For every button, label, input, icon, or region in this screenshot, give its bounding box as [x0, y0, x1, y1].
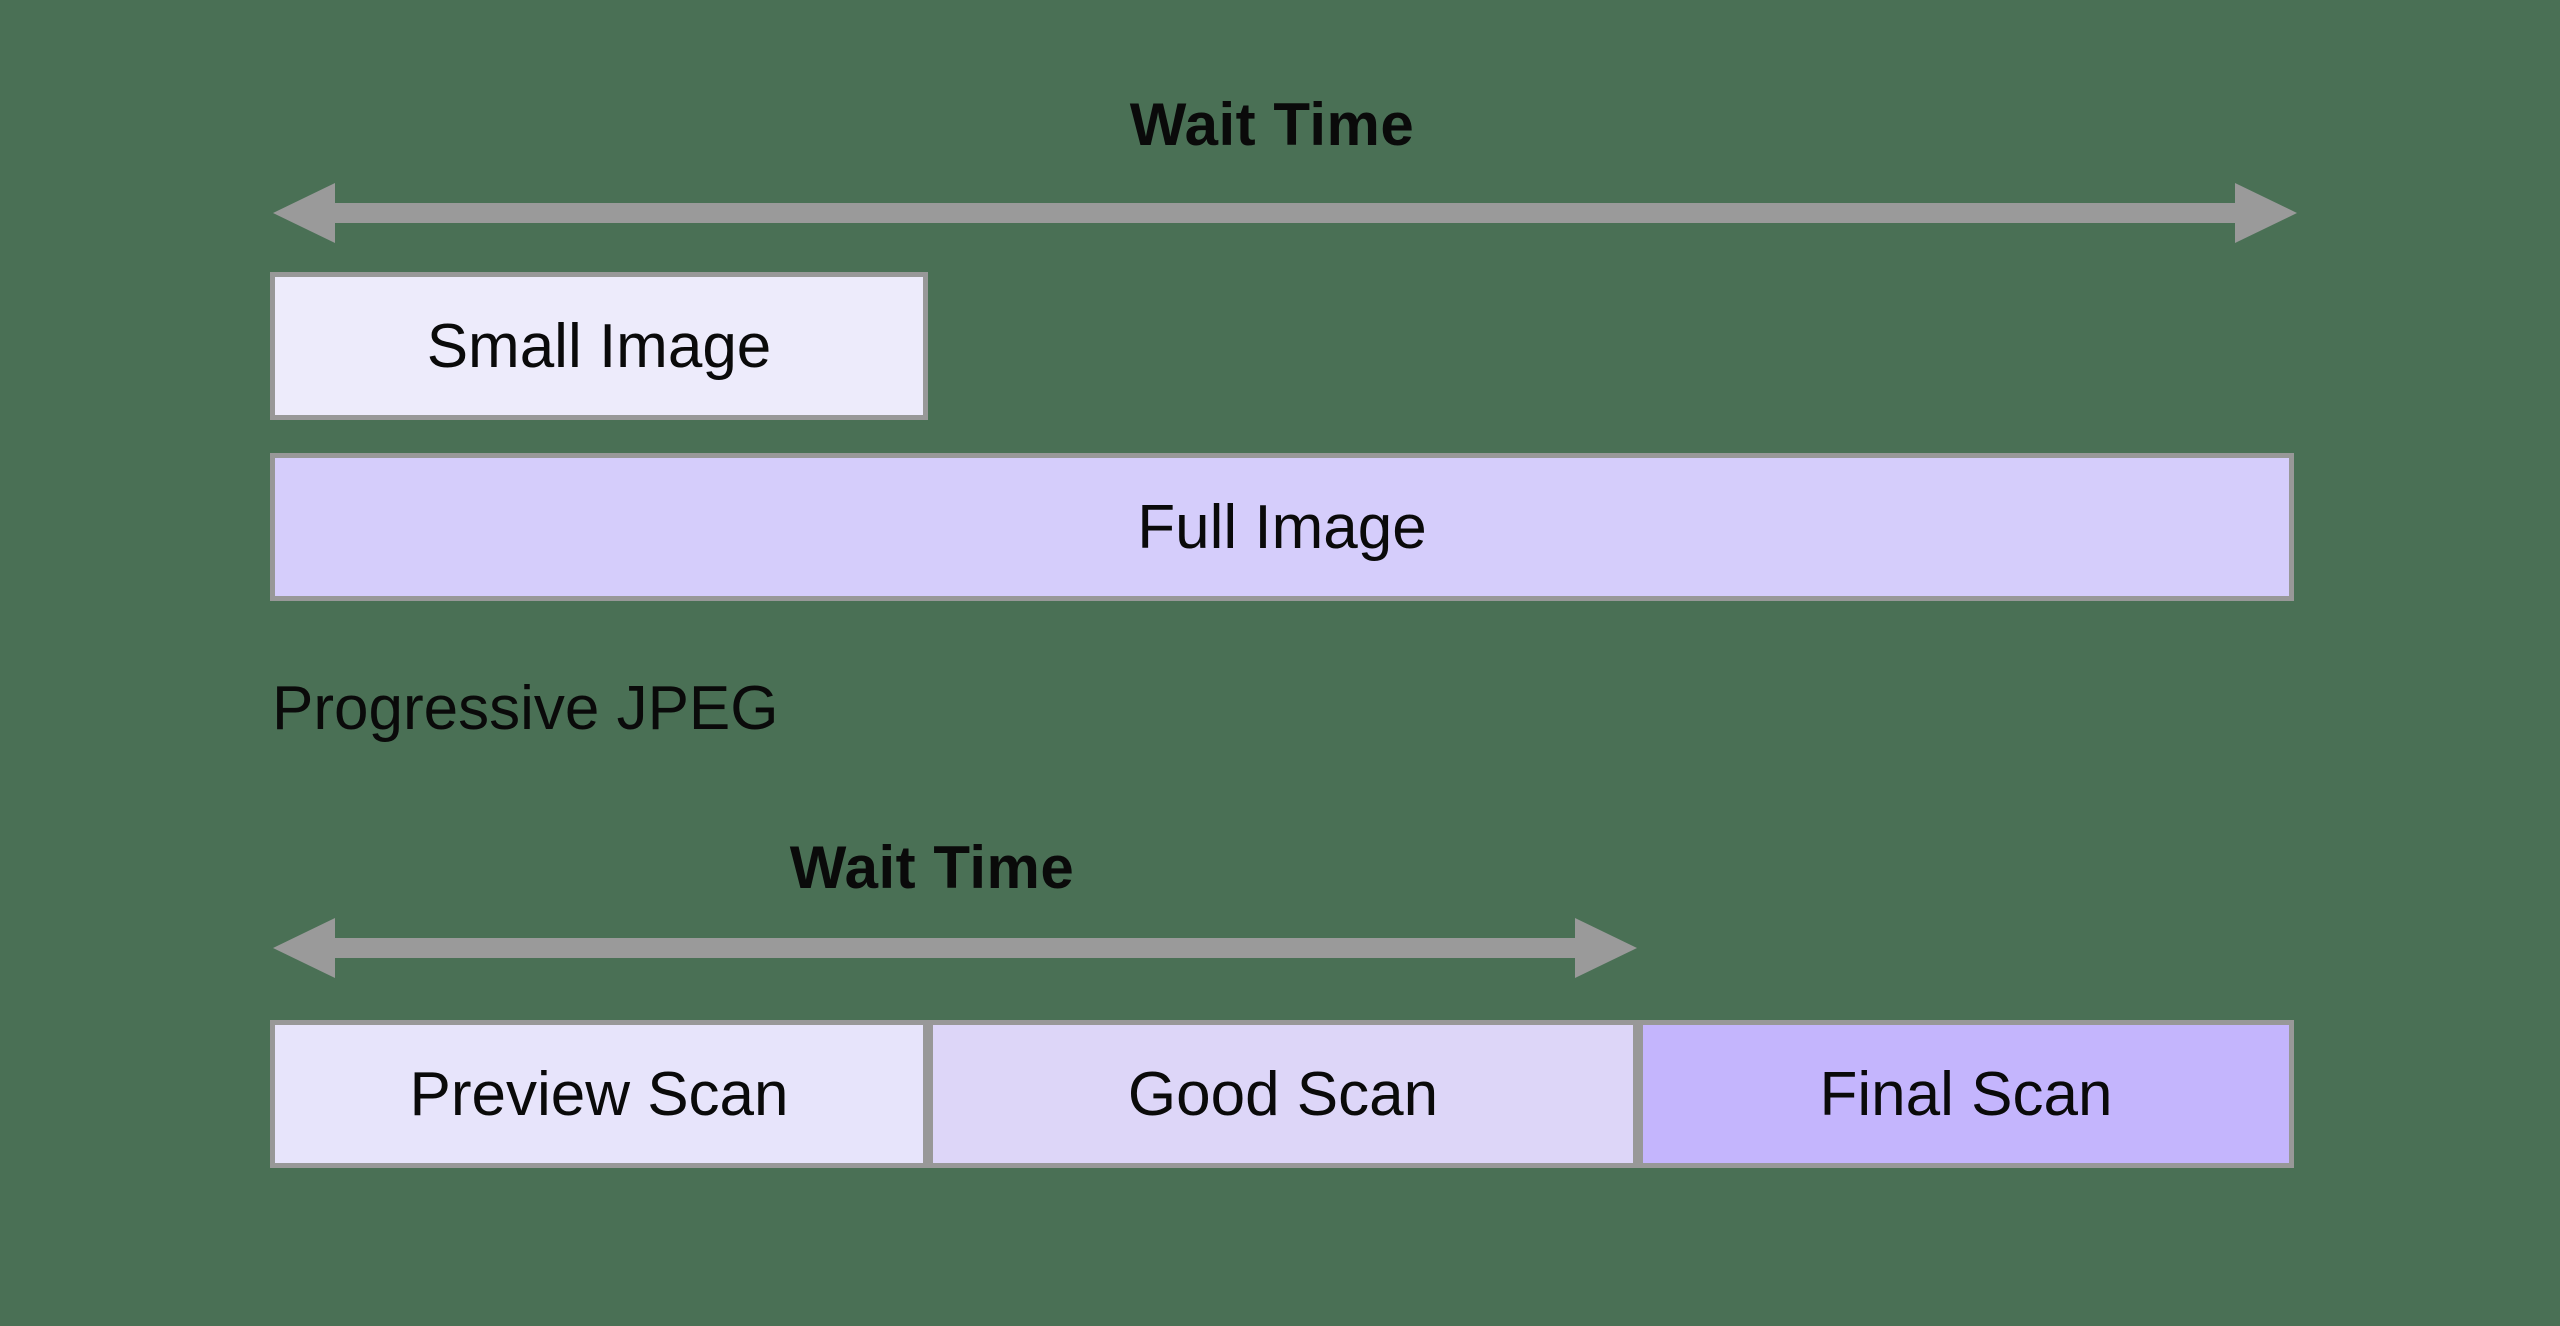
bar-preview-scan-label: Preview Scan: [409, 1059, 789, 1129]
wait-time-arrow-baseline: [273, 178, 2297, 248]
section-caption-progressive-jpeg: Progressive JPEG: [272, 674, 779, 743]
bar-full-image-label: Full Image: [1137, 492, 1427, 562]
wait-time-label-progressive: Wait Time: [789, 834, 1075, 901]
wait-time-arrow-progressive: [273, 913, 1637, 983]
bar-good-scan-label: Good Scan: [1127, 1059, 1439, 1129]
bar-small-image[interactable]: Small Image: [270, 272, 928, 420]
bar-good-scan[interactable]: Good Scan: [928, 1020, 1638, 1168]
bar-full-image[interactable]: Full Image: [270, 453, 2294, 601]
bar-final-scan[interactable]: Final Scan: [1638, 1020, 2294, 1168]
wait-time-label-baseline: Wait Time: [1129, 91, 1415, 158]
bar-small-image-label: Small Image: [426, 311, 772, 381]
bar-final-scan-label: Final Scan: [1819, 1059, 2113, 1129]
bar-preview-scan[interactable]: Preview Scan: [270, 1020, 928, 1168]
